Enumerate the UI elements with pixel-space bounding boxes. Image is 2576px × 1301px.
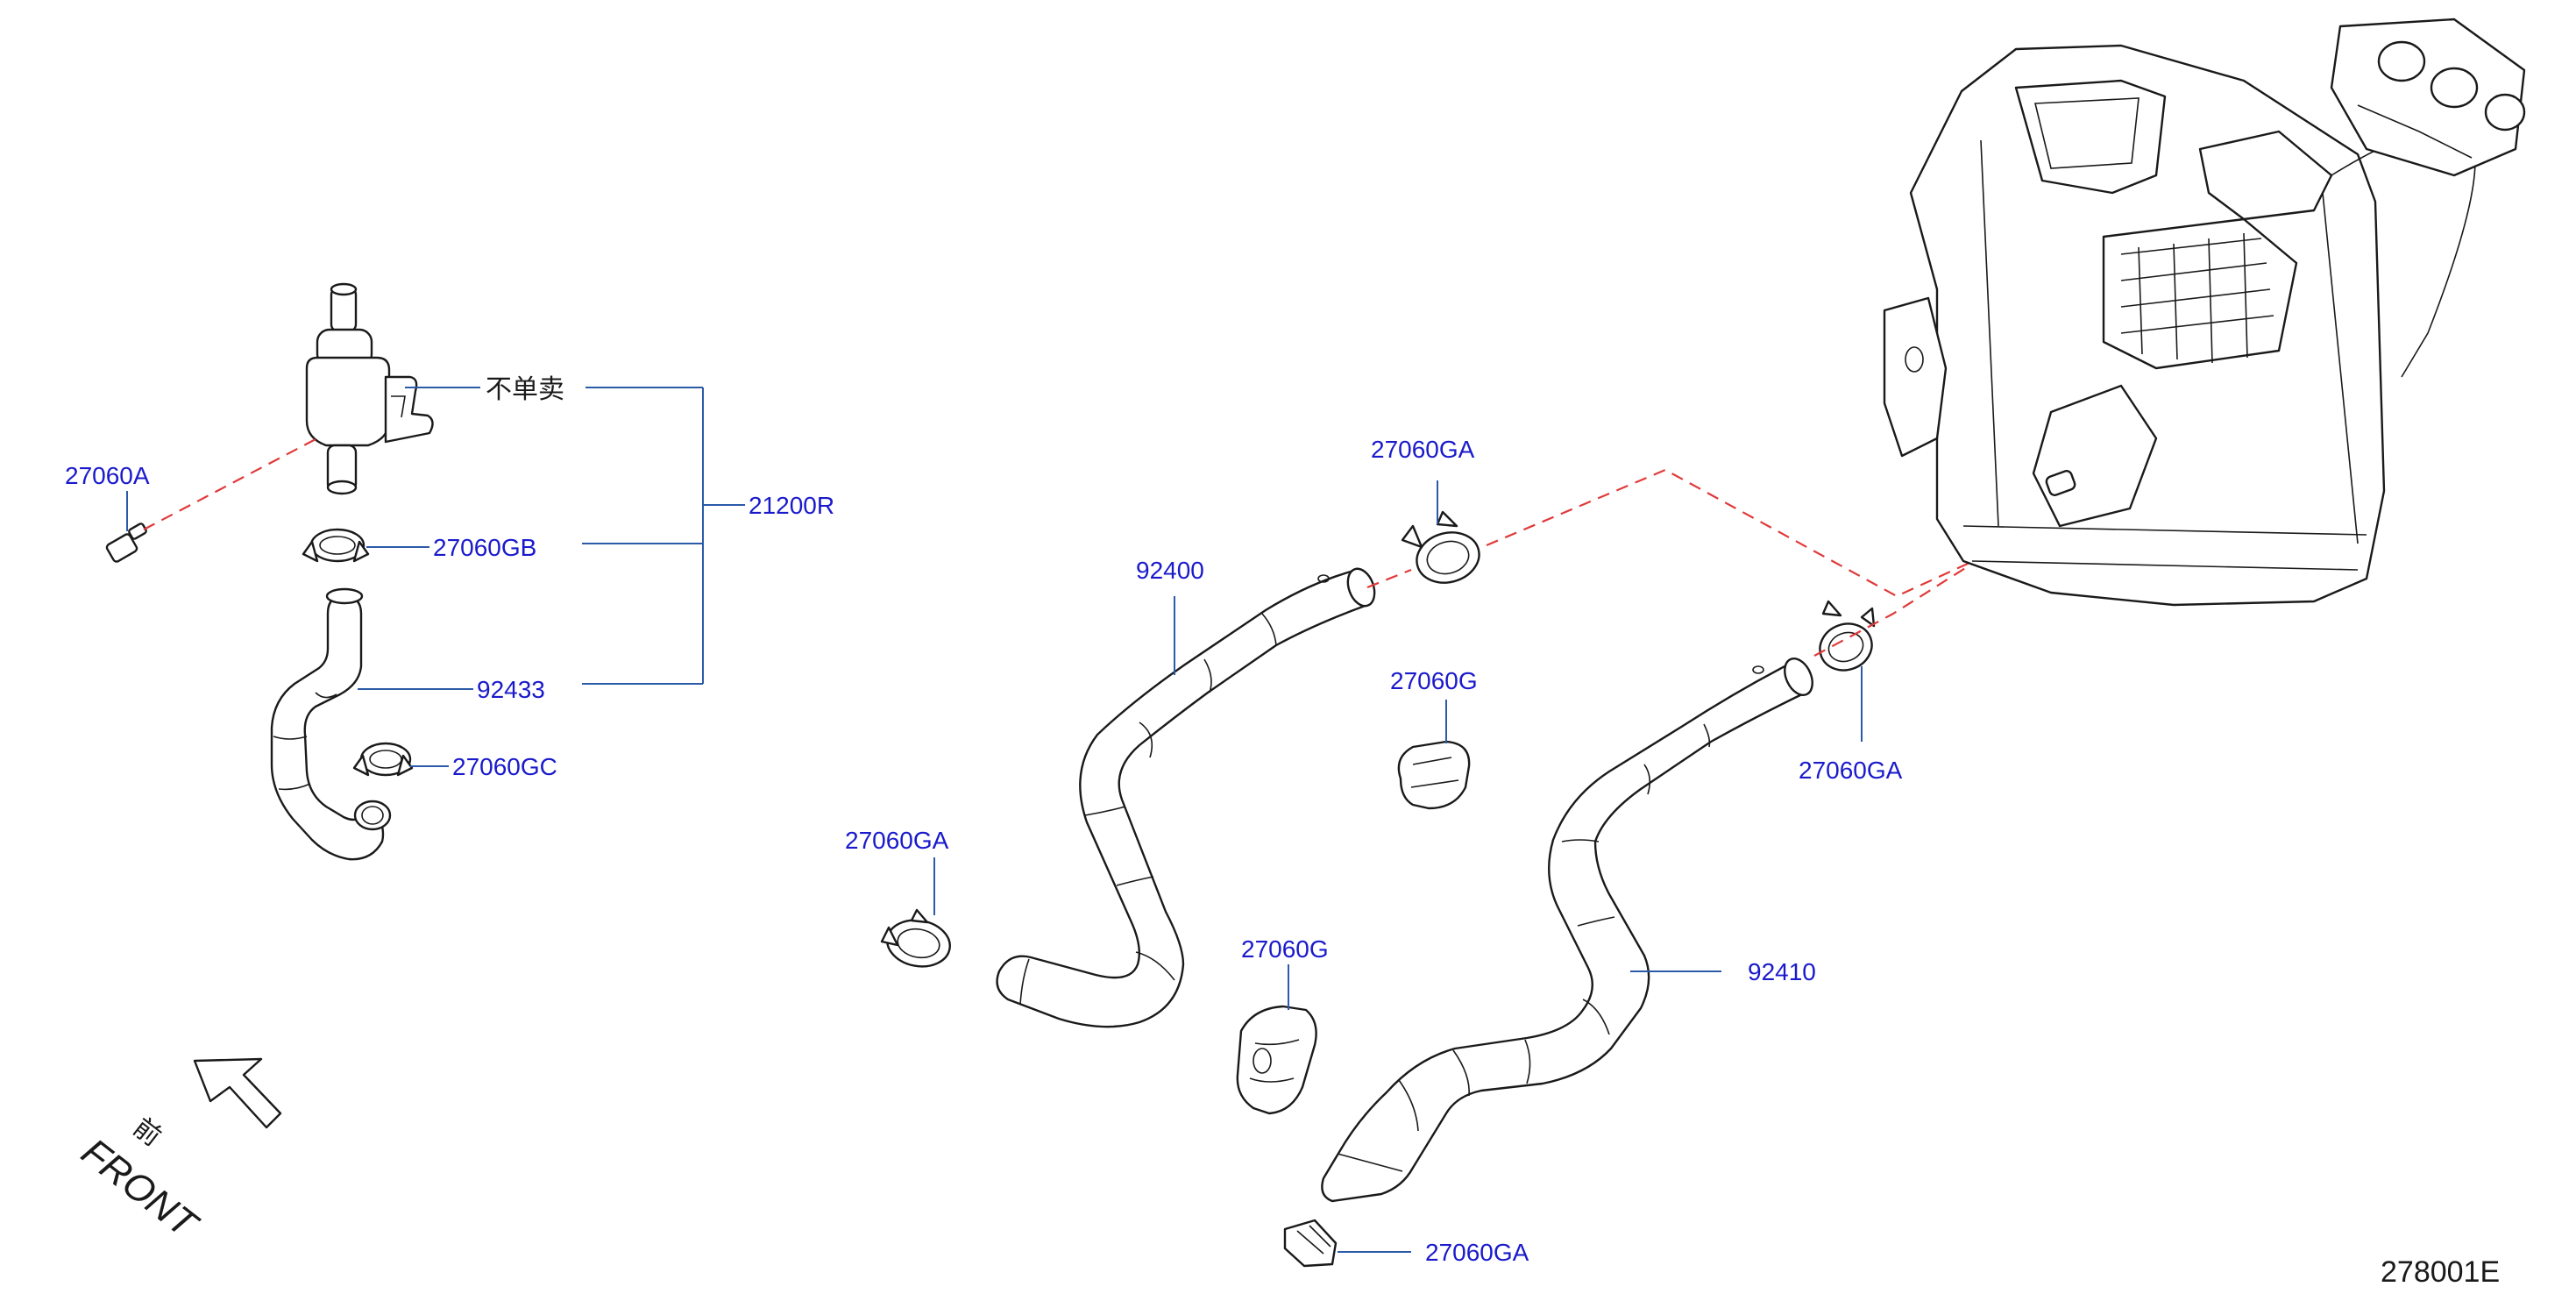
water-valve xyxy=(305,282,434,495)
hvac-control-head xyxy=(2330,18,2526,177)
callout-27060GA-left: 27060GA xyxy=(845,827,949,854)
callout-27060G-mid: 27060G xyxy=(1390,667,1478,694)
callout-27060A: 27060A xyxy=(65,462,150,489)
hose-92400 xyxy=(996,567,1376,1028)
clamp-27060GA-right xyxy=(1819,600,1876,672)
clamp-27060GA-left xyxy=(880,908,951,968)
front-arrow-icon xyxy=(193,1057,282,1129)
callout-27060GA-top: 27060GA xyxy=(1371,436,1475,463)
front-direction-indicator: 前 FRONT xyxy=(74,1057,282,1248)
callout-27060GA-right: 27060GA xyxy=(1799,757,1903,784)
clamp-27060GB xyxy=(302,528,370,563)
hose-92410 xyxy=(1321,658,1813,1203)
callout-27060GB: 27060GB xyxy=(433,534,536,561)
front-label-en: FRONT xyxy=(74,1130,207,1248)
callout-27060GA-bottom: 27060GA xyxy=(1425,1239,1529,1266)
front-label-cn: 前 xyxy=(127,1113,167,1153)
hvac-unit xyxy=(1883,18,2526,607)
label-not-sold-separately: 不单卖 xyxy=(486,374,564,405)
hose-92433 xyxy=(270,587,392,861)
clamp-27060GA-top xyxy=(1401,510,1480,584)
callout-bracket-21200R xyxy=(405,387,745,685)
clamp-27060G-mid xyxy=(1397,740,1471,810)
callout-21200R: 21200R xyxy=(749,492,834,519)
callout-27060G-low: 27060G xyxy=(1241,935,1329,963)
clamp-27060GC xyxy=(352,742,414,777)
callout-92433: 92433 xyxy=(477,676,545,703)
diagram-code: 278001E xyxy=(2381,1255,2500,1289)
callout-92410: 92410 xyxy=(1748,958,1816,985)
clamp-27060G-low xyxy=(1236,1005,1317,1115)
hidden-line-top xyxy=(1366,468,2043,598)
hidden-line-bolt xyxy=(143,437,318,530)
clamp-27060GA-bottom xyxy=(1283,1219,1338,1268)
callout-92400: 92400 xyxy=(1136,557,1204,584)
callout-27060GC: 27060GC xyxy=(452,753,557,780)
bolt-27060A xyxy=(105,523,147,563)
hvac-filter-grid xyxy=(2120,232,2274,364)
